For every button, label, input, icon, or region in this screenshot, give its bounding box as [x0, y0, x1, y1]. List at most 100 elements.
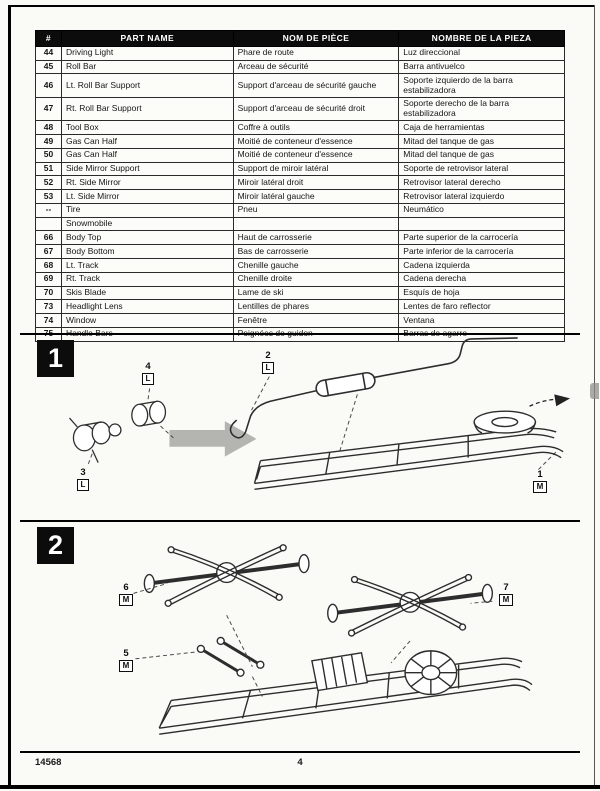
- parts-table-cell-en: Tire: [60, 202, 234, 218]
- front-suspension-part: [143, 544, 310, 607]
- parts-table-cell-es: Cadena derecha: [398, 271, 565, 287]
- sprue-letter: M: [532, 481, 548, 493]
- parts-table-cell-fr: Miroir latéral gauche: [232, 189, 400, 204]
- parts-table-cell-num: 49: [35, 134, 62, 149]
- parts-table-cell-fr: Chenille droite: [232, 271, 400, 287]
- parts-table-cell-fr: Phare de route: [232, 45, 400, 61]
- parts-table-cell-fr: Support d'arceau de sécurité droit: [232, 96, 400, 122]
- parts-table-cell-es: Cadena izquierda: [398, 258, 565, 273]
- footer-rule: [20, 751, 580, 753]
- parts-table-cell-es: Luz direccional: [398, 45, 565, 61]
- leader-lines: [133, 582, 493, 697]
- parts-table-cell-num: 46: [35, 73, 62, 98]
- parts-table-cell-fr: Fenêtre: [232, 313, 400, 328]
- parts-table-cell-fr: Support de miroir latéral: [232, 161, 400, 177]
- part-number: 2: [265, 350, 271, 361]
- step-number: 2: [37, 527, 74, 564]
- parts-table-cell-num: 73: [35, 299, 62, 315]
- page-number: 4: [297, 757, 303, 768]
- parts-table-cell-es: [398, 216, 565, 232]
- page-border-bottom: [0, 785, 600, 789]
- page-border-left: [8, 5, 11, 787]
- parts-table-cell-fr: Lentilles de phares: [232, 299, 400, 315]
- parts-table-cell-en: Lt. Side Mirror: [60, 189, 234, 204]
- parts-table: # PART NAME NOM DE PIÈCE NOMBRE DE LA PI…: [35, 30, 565, 342]
- sprue-letter: L: [261, 362, 275, 374]
- parts-table-cell-en: Roll Bar: [60, 59, 234, 75]
- sprue-letter: M: [118, 594, 134, 606]
- direction-arrow: [529, 394, 571, 407]
- parts-table-cell-num: 52: [35, 175, 62, 191]
- parts-table-cell-en: Snowmobile: [60, 216, 234, 232]
- parts-table-cell-es: Barra antivuelco: [398, 59, 565, 75]
- parts-table-cell-es: Soporte de retrovisor lateral: [398, 161, 565, 177]
- part-number: 6: [123, 582, 129, 593]
- kit-number: 14568: [35, 757, 62, 768]
- callout-part-1: 1 M: [531, 469, 549, 493]
- parts-table-cell-es: Mitad del tanque de gas: [398, 147, 565, 163]
- parts-table-cell-es: Mitad del tanque de gas: [398, 134, 565, 149]
- assembly-step-2: 2 6 M 7 M 5 M: [20, 520, 580, 750]
- parts-table-cell-num: 44: [35, 45, 62, 61]
- shock-link-parts: [196, 636, 265, 677]
- parts-table-cell-en: Side Mirror Support: [60, 161, 234, 177]
- parts-table-cell-num: 51: [35, 161, 62, 177]
- parts-table-cell-num: 67: [35, 244, 62, 260]
- parts-table-cell-fr: Coffre à outils: [232, 120, 400, 136]
- rear-suspension-part: [327, 573, 494, 637]
- parts-table-cell-es: Soporte derecho de la barra estabilizado…: [398, 96, 565, 122]
- parts-table-cell-es: Soporte izquierdo de la barra estabiliza…: [398, 73, 565, 98]
- parts-table-cell-fr: Arceau de sécurité: [232, 59, 400, 75]
- sprue-letter: M: [118, 660, 134, 672]
- parts-table-cell-es: Parte superior de la carrocería: [398, 230, 565, 246]
- parts-table-cell-en: Driving Light: [60, 45, 234, 61]
- parts-table-cell-fr: Bas de carrosserie: [232, 244, 400, 260]
- parts-table-cell-fr: Lame de ski: [232, 285, 400, 301]
- callout-part-2: 2 L: [259, 350, 277, 374]
- callout-part-3: 3 L: [74, 467, 92, 491]
- header-part-name: PART NAME: [60, 30, 234, 47]
- parts-table-cell-num: 70: [35, 285, 62, 301]
- parts-table-cell-es: Ventana: [398, 313, 565, 328]
- parts-table-cell-num: 47: [35, 96, 62, 122]
- part-number: 1: [537, 469, 543, 480]
- exhaust-pipe-part: [229, 337, 518, 439]
- sprue-letter: L: [76, 479, 90, 491]
- part-number: 5: [123, 648, 129, 659]
- parts-table-cell-es: Esquís de hoja: [398, 285, 565, 301]
- part-number: 7: [503, 582, 509, 593]
- engine-block-detail: [311, 652, 369, 692]
- parts-table-cell-en: Rt. Roll Bar Support: [60, 96, 234, 122]
- parts-table-cell-num: [35, 216, 62, 232]
- parts-table-cell-es: Parte inferior de la carrocería: [398, 244, 565, 260]
- callout-part-4: 4 L: [139, 361, 157, 385]
- sprue-letter: L: [141, 373, 155, 385]
- parts-table-cell-en: Rt. Side Mirror: [60, 175, 234, 191]
- parts-table-cell-fr: [232, 216, 400, 232]
- transfer-case-part: [69, 417, 122, 463]
- parts-table-cell-en: Headlight Lens: [60, 299, 234, 315]
- parts-table-cell-en: Tool Box: [60, 120, 234, 136]
- parts-table-cell-en: Gas Can Half: [60, 134, 234, 149]
- parts-table-cell-en: Lt. Roll Bar Support: [60, 73, 234, 98]
- parts-table-cell-num: 68: [35, 258, 62, 273]
- parts-table-cell-es: Caja de herramientas: [398, 120, 565, 136]
- parts-table-cell-num: --: [35, 202, 62, 218]
- parts-table-cell-en: Body Top: [60, 230, 234, 246]
- part-number: 4: [145, 361, 151, 372]
- parts-table-cell-num: 53: [35, 189, 62, 204]
- parts-table-cell-en: Window: [60, 313, 234, 328]
